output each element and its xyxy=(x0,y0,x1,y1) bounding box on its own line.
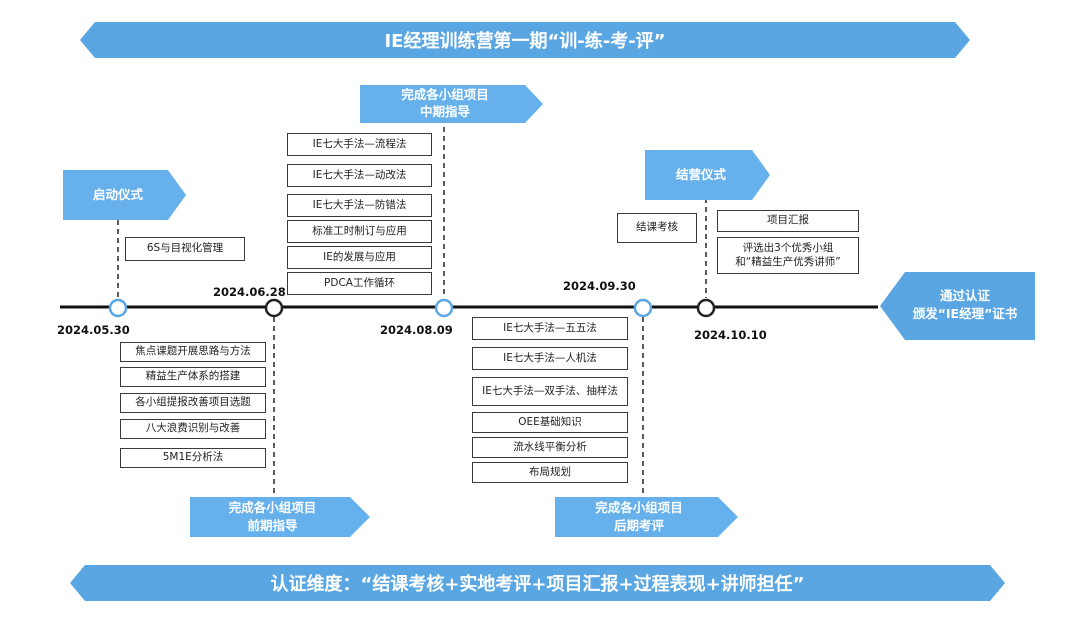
node-end xyxy=(696,298,716,318)
late-item-3: IE七大手法—双手法、抽样法 xyxy=(472,377,628,406)
start-item: 6S与目视化管理 xyxy=(125,237,245,261)
flag-late-text-2: 后期考评 xyxy=(613,517,664,533)
end-eval-line2: 和“精益生产优秀讲师” xyxy=(735,255,841,268)
node-late xyxy=(633,298,653,318)
late-item-1: IE七大手法—五五法 xyxy=(472,317,628,340)
late-item-4: OEE基础知识 xyxy=(472,412,628,433)
node-mid xyxy=(434,298,454,318)
mid-item-3: IE七大手法—防错法 xyxy=(287,194,432,217)
late-item-2: IE七大手法—人机法 xyxy=(472,347,628,370)
mid-item-6: PDCA工作循环 xyxy=(287,272,432,295)
node-start xyxy=(108,298,128,318)
title-banner xyxy=(80,22,970,58)
early-item-5: 5M1E分析法 xyxy=(120,448,266,468)
node-early xyxy=(264,298,284,318)
flag-end xyxy=(645,150,770,200)
early-item-3: 各小组提报改善项目选题 xyxy=(120,393,266,413)
date-early: 2024.06.28 xyxy=(213,285,286,299)
mid-item-2: IE七大手法—动改法 xyxy=(287,164,432,187)
flag-early-text-2: 前期指导 xyxy=(247,517,298,533)
end-item-eval: 评选出3个优秀小组 和“精益生产优秀讲师” xyxy=(717,237,859,274)
early-item-2: 精益生产体系的搭建 xyxy=(120,367,266,387)
flag-mid xyxy=(360,85,543,123)
final-arrow xyxy=(880,272,1035,340)
flag-late-text-1: 完成各小组项目 xyxy=(595,499,683,515)
end-item-report: 项目汇报 xyxy=(717,210,859,232)
flag-start-text: 启动仪式 xyxy=(92,186,143,202)
late-exam: 结课考核 xyxy=(617,213,697,243)
connector-lines xyxy=(117,118,707,505)
final-text-2: 颁发“IE经理”证书 xyxy=(912,305,1018,321)
date-mid: 2024.08.09 xyxy=(380,323,453,337)
flag-early-text-1: 完成各小组项目 xyxy=(228,499,317,515)
early-item-1: 焦点课题开展思路与方法 xyxy=(120,342,266,362)
late-item-5: 流水线平衡分析 xyxy=(472,437,628,458)
late-item-6: 布局规划 xyxy=(472,462,628,483)
flag-early xyxy=(190,497,370,537)
flag-mid-text-1: 完成各小组项目 xyxy=(401,87,489,103)
footer-text: 认证维度：“结课考核+实地考评+项目汇报+过程表现+讲师担任” xyxy=(270,574,805,595)
date-end: 2024.10.10 xyxy=(694,328,767,342)
mid-item-5: IE的发展与应用 xyxy=(287,246,432,269)
title-text: IE经理训练营第一期“训-练-考-评” xyxy=(384,31,666,52)
footer-banner xyxy=(70,565,1005,601)
end-eval-line1: 评选出3个优秀小组 xyxy=(742,242,834,255)
early-item-4: 八大浪费识别与改善 xyxy=(120,419,266,439)
flag-start xyxy=(63,170,186,220)
flag-end-text: 结营仪式 xyxy=(675,166,726,182)
mid-item-4: 标准工时制订与应用 xyxy=(287,220,432,243)
flag-mid-text-2: 中期指导 xyxy=(419,104,470,120)
final-text-1: 通过认证 xyxy=(939,287,990,303)
flag-late xyxy=(555,497,738,537)
mid-item-1: IE七大手法—流程法 xyxy=(287,133,432,156)
date-late: 2024.09.30 xyxy=(563,279,636,293)
date-start: 2024.05.30 xyxy=(57,323,130,337)
